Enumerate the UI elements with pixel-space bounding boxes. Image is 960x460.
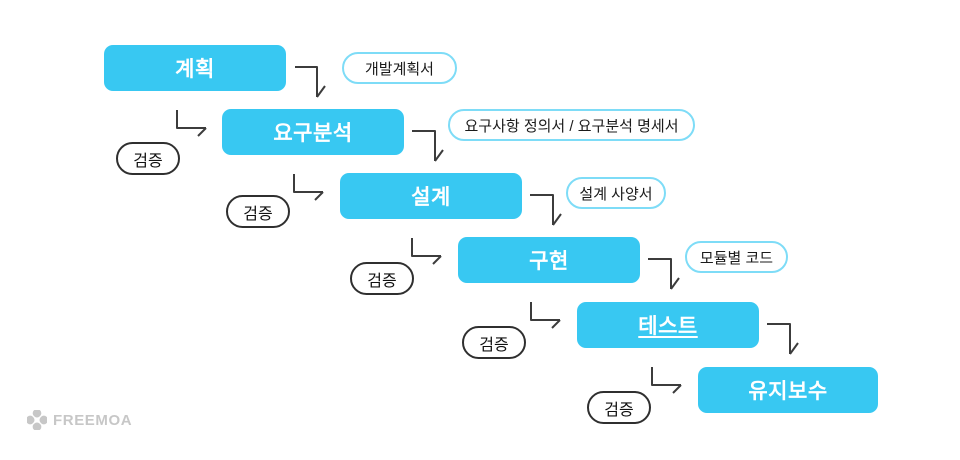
deliverable-design-spec-label: 설계 사양서 [579, 185, 653, 203]
verify-bubble-5: 검증 [587, 391, 651, 424]
verify-bubble-3: 검증 [350, 262, 414, 295]
stage-test-label: 테스트 [638, 315, 698, 338]
verify-bubble-5-label: 검증 [604, 401, 634, 419]
flow-arrow-1 [295, 66, 326, 98]
stage-plan-label: 계획 [175, 58, 215, 81]
stage-requirements: 요구분석 [222, 109, 404, 155]
stage-requirements-label: 요구분석 [273, 122, 353, 145]
stage-maintenance: 유지보수 [698, 367, 878, 413]
deliverable-requirements-spec-label: 요구사항 정의서 / 요구분석 명세서 [464, 117, 679, 135]
verify-bubble-4-label: 검증 [479, 336, 509, 354]
clover-logo-icon [27, 410, 47, 430]
deliverable-dev-plan-label: 개발계획서 [364, 60, 434, 78]
verify-arrow-1 [176, 110, 207, 137]
deliverable-module-code: 모듈별 코드 [685, 241, 788, 273]
brand-logo: FREEMOA [27, 410, 132, 430]
verify-bubble-4: 검증 [462, 326, 526, 359]
deliverable-design-spec: 설계 사양서 [566, 177, 666, 209]
deliverable-dev-plan: 개발계획서 [342, 52, 457, 84]
deliverable-module-code-label: 모듈별 코드 [699, 249, 774, 267]
verify-bubble-3-label: 검증 [367, 272, 397, 290]
stage-test: 테스트 [577, 302, 759, 348]
stage-design-label: 설계 [411, 186, 451, 209]
stage-design: 설계 [340, 173, 522, 219]
stage-maintenance-label: 유지보수 [748, 380, 828, 403]
flow-arrow-5 [767, 323, 799, 355]
stage-plan: 계획 [104, 45, 286, 91]
verify-arrow-3 [411, 238, 442, 265]
verify-bubble-1-label: 검증 [133, 152, 163, 170]
verify-bubble-2-label: 검증 [243, 205, 273, 223]
verify-arrow-2 [293, 174, 324, 201]
brand-name: FREEMOA [53, 411, 133, 429]
stage-implementation-label: 구현 [529, 250, 569, 273]
verify-arrow-4 [530, 302, 561, 329]
flow-arrow-2 [412, 130, 444, 162]
flow-arrow-4 [648, 258, 680, 290]
stage-implementation: 구현 [458, 237, 640, 283]
verify-bubble-1: 검증 [116, 142, 180, 175]
deliverable-requirements-spec: 요구사항 정의서 / 요구분석 명세서 [448, 109, 695, 141]
flow-arrow-3 [530, 194, 562, 226]
verify-arrow-5 [651, 367, 682, 394]
verify-bubble-2: 검증 [226, 195, 290, 228]
